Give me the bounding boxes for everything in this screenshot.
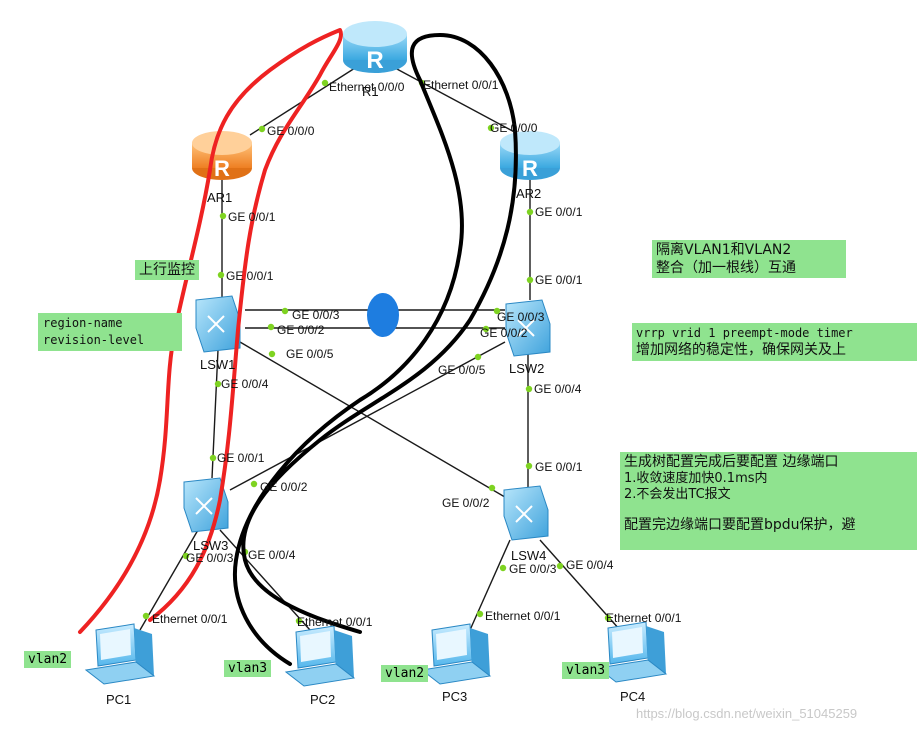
port-label-ar1-ge000: GE 0/0/0	[267, 124, 315, 138]
pc-pc4-icon[interactable]	[596, 621, 668, 683]
port-label-r1-eth00: Ethernet 0/0/0	[329, 80, 405, 94]
device-label-lsw4: LSW4	[511, 548, 547, 563]
port-label-lsw3-ge001: GE 0/0/1	[217, 451, 265, 465]
port-label-lsw2-ge001: GE 0/0/1	[535, 273, 583, 287]
vlan-tag-pc3: vlan2	[381, 665, 429, 682]
pc-pc1-icon[interactable]	[84, 623, 156, 685]
link-lsw3-pc2	[219, 529, 311, 631]
device-label-r1: R1	[362, 84, 379, 99]
port-label-lsw1-ge003: GE 0/0/3	[292, 308, 340, 322]
router-ar2-icon[interactable]: R	[500, 131, 560, 181]
port-label-lsw4-ge004: GE 0/0/4	[566, 558, 614, 572]
port-label-lsw1-ge004: GE 0/0/4	[221, 377, 269, 391]
watermark: https://blog.csdn.net/weixin_51045259	[636, 706, 858, 721]
port-label-pc2-eth: Ethernet 0/0/1	[297, 615, 373, 629]
device-label-lsw3: LSW3	[193, 538, 229, 553]
port-label-lsw1-ge001: GE 0/0/1	[226, 269, 274, 283]
note-stp-edge: 生成树配置完成后要配置 边缘端口 1.收敛速度加快0.1ms内 2.不会发出TC…	[620, 452, 917, 550]
port-label-lsw4-ge003: GE 0/0/3	[509, 562, 557, 576]
port-label-lsw3-ge004: GE 0/0/4	[248, 548, 296, 562]
port-label-lsw3-ge002: GE 0/0/2	[260, 480, 308, 494]
link-lsw4-pc4	[539, 539, 621, 631]
device-label-pc1: PC1	[106, 692, 132, 707]
note-mstp-region: region-name revision-level	[38, 313, 182, 351]
note-stp-line2: 1.收敛速度加快0.1ms内	[624, 471, 768, 486]
device-label-lsw2: LSW2	[509, 361, 545, 376]
device-label-ar2: AR2	[516, 186, 542, 201]
note-vlan-isolation: 隔离VLAN1和VLAN2 整合（加一根线）互通	[652, 240, 846, 278]
annotation-red-path	[78, 28, 343, 634]
device-label-ar1: AR1	[207, 190, 233, 205]
note-region-name: region-name	[43, 316, 123, 330]
switch-lsw2-icon[interactable]	[505, 299, 551, 357]
port-label-lsw1-ge005: GE 0/0/5	[286, 347, 334, 361]
port-label-pc3-eth: Ethernet 0/0/1	[485, 609, 561, 623]
note-vrrp-line1: vrrp vrid 1 preempt-mode timer	[636, 326, 853, 340]
link-lsw1-lsw4	[239, 341, 511, 501]
router-r1-icon[interactable]: R	[343, 21, 407, 74]
device-label-pc2: PC2	[310, 692, 336, 707]
port-label-r1-eth01: Ethernet 0/0/1	[423, 78, 499, 92]
svg-text:R: R	[214, 156, 230, 181]
link-r1-ar2	[394, 67, 521, 136]
note-stp-line1: 生成树配置完成后要配置 边缘端口	[624, 454, 839, 470]
pc-pc2-icon[interactable]	[284, 625, 356, 687]
vlan-tag-pc4: vlan3	[562, 662, 610, 679]
device-label-lsw1: LSW1	[200, 357, 236, 372]
port-label-lsw2-ge003: GE 0/0/3	[497, 310, 545, 324]
port-label-ar1-ge001: GE 0/0/1	[228, 210, 276, 224]
svg-text:R: R	[522, 156, 538, 181]
port-label-ar2-ge001: GE 0/0/1	[535, 205, 583, 219]
port-label-pc4-eth: Ethernet 0/0/1	[606, 611, 682, 625]
pc-pc3-icon[interactable]	[420, 623, 492, 685]
port-label-lsw2-ge004: GE 0/0/4	[534, 382, 582, 396]
port-label-pc1-eth: Ethernet 0/0/1	[152, 612, 228, 626]
port-dots	[142, 79, 612, 625]
port-label-lsw4-ge001: GE 0/0/1	[535, 460, 583, 474]
port-label-ar2-ge000: GE 0/0/0	[490, 121, 538, 135]
switch-lsw4-icon[interactable]	[503, 485, 549, 541]
device-label-pc3: PC3	[442, 689, 468, 704]
device-label-pc4: PC4	[620, 689, 646, 704]
port-label-lsw2-ge005: GE 0/0/5	[438, 363, 486, 377]
note-stp-line3: 2.不会发出TC报文	[624, 487, 731, 502]
router-ar1-icon[interactable]: R	[192, 131, 252, 181]
link-lsw2-lsw3	[229, 341, 506, 491]
link-marker-ellipse	[367, 293, 399, 337]
port-label-lsw3-ge003: GE 0/0/3	[186, 551, 234, 565]
link-lsw4-pc3	[469, 539, 511, 631]
note-revision-level: revision-level	[43, 333, 145, 347]
note-isolate-line2: 整合（加一根线）互通	[656, 260, 796, 276]
svg-text:R: R	[366, 47, 383, 74]
switch-lsw1-icon[interactable]	[195, 295, 241, 353]
note-uplink-monitor: 上行监控	[135, 260, 199, 280]
vlan-tag-pc2: vlan3	[224, 660, 272, 677]
vlan-tag-pc1: vlan2	[24, 651, 72, 668]
note-stp-line4: 配置完边缘端口要配置bpdu保护，避	[624, 517, 856, 533]
port-label-lsw4-ge002: GE 0/0/2	[442, 496, 490, 510]
note-isolate-line1: 隔离VLAN1和VLAN2	[656, 242, 792, 258]
port-label-lsw2-ge002: GE 0/0/2	[480, 326, 528, 340]
port-label-lsw1-ge002: GE 0/0/2	[277, 323, 325, 337]
annotation-black-path	[233, 33, 518, 666]
note-vrrp: vrrp vrid 1 preempt-mode timer 增加网络的稳定性，…	[632, 323, 917, 361]
link-lsw3-pc1	[139, 529, 199, 631]
note-vrrp-line2: 增加网络的稳定性，确保网关及上	[636, 342, 846, 358]
